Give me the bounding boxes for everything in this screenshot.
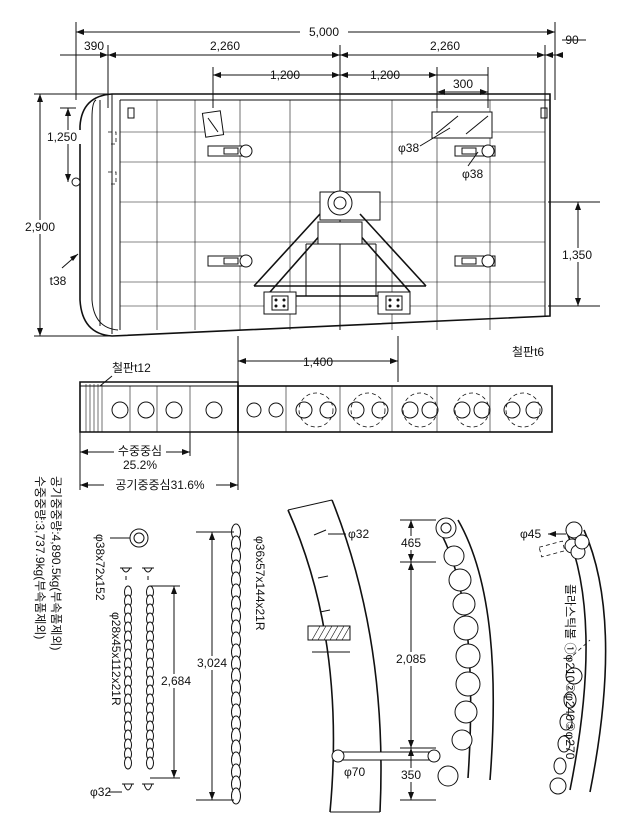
label-air-cg: 공기중중심31.6%: [115, 478, 205, 492]
dim-inner-left: 1,200: [270, 68, 300, 82]
label-eye: φ45: [520, 527, 541, 541]
chain-link: [231, 787, 241, 805]
dim-overall-width: 2,900: [25, 220, 55, 234]
label-plate: 철판t6: [512, 345, 544, 359]
chain-details: φ38x72x152 2,684 φ28x45x112x21R 3,024 φ3…: [90, 523, 267, 805]
dim-mid-left: 2,260: [210, 39, 240, 53]
pipe-lugs: [207, 144, 496, 268]
towing-frame: [253, 190, 427, 315]
dim-frame-width: 1,400: [303, 355, 333, 369]
label-pipe-top: φ38: [398, 141, 419, 155]
dim-left-segment: 390: [84, 39, 104, 53]
label-plate-t12: 철판t12: [112, 361, 151, 375]
label-long-chain: φ36x57x144x21R: [253, 536, 267, 631]
label-water-cg-value: 25.2%: [123, 458, 157, 472]
dim-overall-length: 5,000: [309, 25, 339, 39]
label-air-weight: 공기중중량:4,890.5kg(부속품제외): [49, 476, 63, 650]
label-pipe-lug: φ38: [462, 167, 483, 181]
chain-link: [124, 756, 132, 770]
dim-top-offset: 1,250: [47, 130, 77, 144]
dim-mid-right: 2,260: [430, 39, 460, 53]
label-ring: φ38x72x152: [93, 534, 107, 601]
dim-bottom-length: 350: [401, 768, 421, 782]
label-edge-radius: t38: [50, 274, 67, 288]
label-shackle: φ32: [90, 785, 111, 799]
label-water-cg: 수중중심: [118, 444, 162, 458]
label-pin: φ32: [348, 527, 369, 541]
label-water-weight: 수중중량:3,737.9kg(부속품제외): [33, 476, 47, 639]
dim-inner-right: 1,200: [370, 68, 400, 82]
label-bar: φ70: [344, 765, 365, 779]
dim-short-chain-length: 2,684: [161, 674, 191, 688]
label-float: 플라스틱볼 ①φ210②φ240③φ270: [563, 584, 577, 760]
dim-frame-height: 1,350: [562, 248, 592, 262]
runner-details: φ32 465 2: [287, 499, 607, 813]
section-view: 철판t12 수중중심 25.2% 공기중중심31.6%: [79, 361, 553, 492]
plan-view: 5,000 390 2,260 2,260 90 1,200 1,200 300: [22, 22, 600, 382]
dim-long-chain-length: 3,024: [197, 656, 227, 670]
dim-mid-length: 2,085: [396, 652, 426, 666]
dim-top-length: 465: [401, 536, 421, 550]
label-short-chain: φ28x45x112x21R: [109, 612, 123, 706]
dim-bracket-width: 300: [453, 77, 473, 91]
weight-notes: 공기중중량:4,890.5kg(부속품제외) 수중중량:3,737.9kg(부속…: [33, 476, 63, 650]
chain-link: [146, 756, 154, 770]
